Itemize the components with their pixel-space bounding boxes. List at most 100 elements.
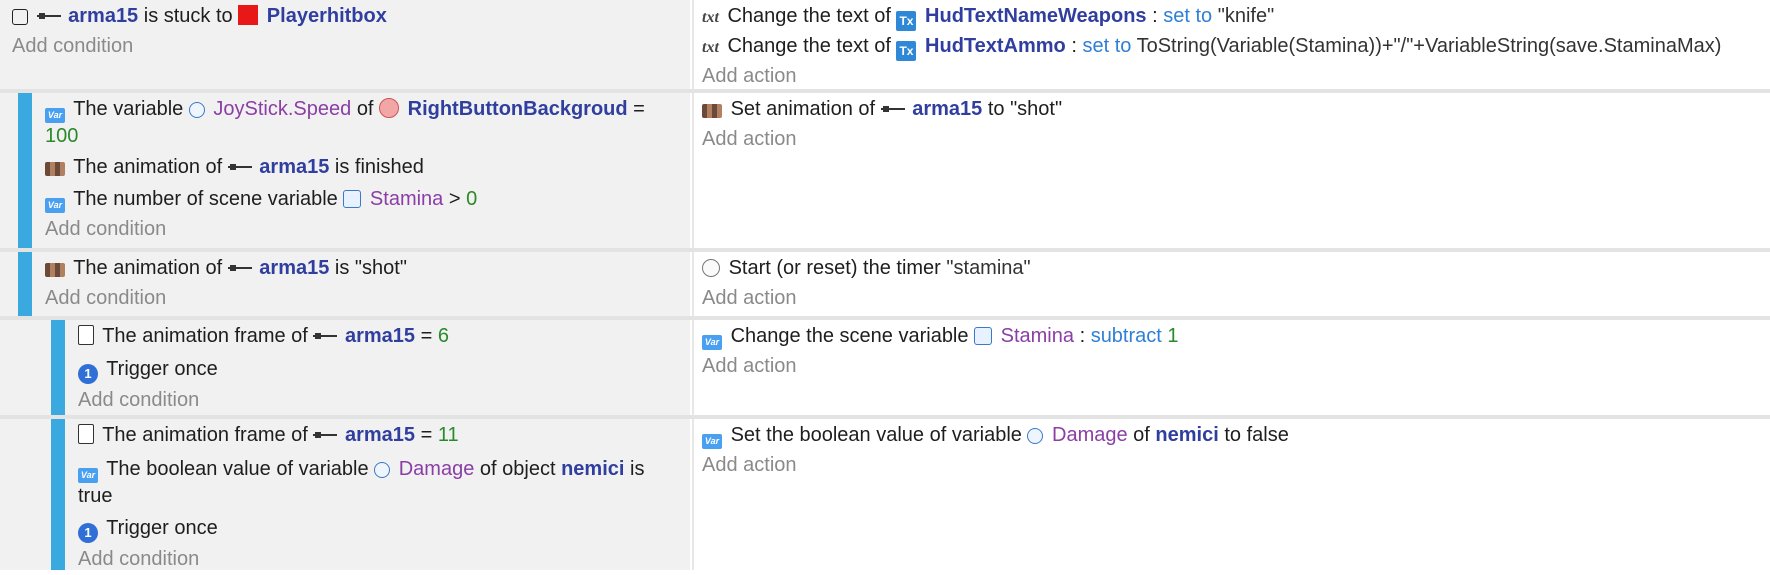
event-separator [0,248,1770,252]
scene-variable-icon [343,190,362,208]
event-5-conditions[interactable]: The animation frame of arma15 = 11 Var T… [0,419,690,570]
event-4-actions[interactable]: Var Change the scene variable Stamina : … [692,320,1770,415]
condition-scene-variable[interactable]: Var The number of scene variable Stamina… [45,183,477,215]
text-icon: txt [702,9,719,26]
event-indent-bar [51,419,65,570]
add-condition-link[interactable]: Add condition [45,287,167,309]
gun-icon [227,265,252,271]
variable-name[interactable]: Stamina [369,188,444,210]
animation-frame-icon [78,424,94,444]
condition-variable[interactable]: Var The variable JoyStick.Speed of Right… [45,93,645,125]
add-condition-link[interactable]: Add condition [45,218,167,240]
add-action-link[interactable]: Add action [702,454,797,476]
add-action-link[interactable]: Add action [702,128,797,150]
object-variable-icon [374,462,391,478]
event-4-conditions[interactable]: The animation frame of arma15 = 6 1 Trig… [0,320,690,415]
value: 11 [437,424,459,446]
event-separator [0,89,1770,93]
object-name[interactable]: arma15 [912,98,983,120]
value: "knife" [1217,5,1275,27]
gun-icon [227,164,252,170]
object-variable-icon [1027,428,1044,444]
add-action-link[interactable]: Add action [702,287,797,309]
gun-icon [313,432,338,438]
variable-icon: Var [702,335,722,350]
button-background-icon [379,98,400,118]
animation-icon [45,263,65,277]
object-name[interactable]: nemici [561,458,625,480]
event-3[interactable]: The animation of arma15 is "shot" Add co… [0,252,1770,316]
action-set-boolean[interactable]: Var Set the boolean value of variable Da… [702,419,1289,451]
animation-icon [702,104,722,118]
object-name[interactable]: arma15 [344,325,416,347]
condition-trigger-once[interactable]: 1 Trigger once [78,353,218,385]
value: ToString(Variable(Stamina))+"/"+Variable… [1136,35,1722,57]
condition-trigger-once[interactable]: 1 Trigger once [78,512,218,544]
event-1-actions[interactable]: txt Change the text of Tx HudTextNameWea… [692,0,1770,89]
operator: subtract [1090,325,1162,347]
event-3-actions[interactable]: Start (or reset) the timer "stamina" Add… [692,252,1770,316]
condition-value: 100 [45,125,79,147]
gun-icon [313,333,338,339]
trigger-once-icon: 1 [78,364,98,384]
variable-name[interactable]: JoyStick.Speed [213,98,352,120]
variable-icon: Var [45,198,65,213]
gun-icon [36,13,61,19]
variable-name[interactable]: Stamina [1000,325,1074,347]
object-name[interactable]: HudTextAmmo [925,35,1066,57]
object-name[interactable]: HudTextNameWeapons [925,5,1147,27]
condition-value: true [78,485,113,507]
add-action-link[interactable]: Add action [702,355,797,377]
variable-name[interactable]: Damage [398,458,475,480]
trigger-once-icon: 1 [78,523,98,543]
object-name[interactable]: Playerhitbox [266,5,387,27]
object-name[interactable]: arma15 [68,5,139,27]
object-name[interactable]: arma15 [259,257,330,279]
event-indent-bar [51,320,65,415]
add-condition-link[interactable]: Add condition [12,35,134,57]
playerhitbox-icon [238,5,259,25]
add-condition-link[interactable]: Add condition [78,548,200,570]
action-set-animation[interactable]: Set animation of arma15 to "shot" [702,93,1062,125]
event-5-actions[interactable]: Var Set the boolean value of variable Da… [692,419,1770,570]
object-name[interactable]: arma15 [344,424,416,446]
event-indent-bar [18,93,32,248]
condition-animation-frame[interactable]: The animation frame of arma15 = 6 [78,320,449,352]
condition-animation-finished[interactable]: The animation of arma15 is finished [45,151,424,183]
event-indent-bar [18,252,32,316]
variable-icon: Var [45,108,65,123]
variable-name[interactable]: Damage [1052,424,1128,446]
variable-icon: Var [702,434,722,449]
condition-stuck[interactable]: arma15 is stuck to Playerhitbox [12,0,387,32]
text-object-icon: Tx [896,11,917,31]
event-1[interactable]: arma15 is stuck to Playerhitbox Add cond… [0,0,1770,89]
action-set-text-ammo[interactable]: txt Change the text of Tx HudTextAmmo : … [702,30,1721,62]
animation-frame-icon [78,325,94,345]
event-2-actions[interactable]: Set animation of arma15 to "shot" Add ac… [692,93,1770,248]
condition-animation-is[interactable]: The animation of arma15 is "shot" [45,252,407,284]
text-object-icon: Tx [896,41,917,61]
object-name[interactable]: arma15 [259,156,330,178]
action-start-timer[interactable]: Start (or reset) the timer "stamina" [702,252,1031,284]
event-4[interactable]: The animation frame of arma15 = 6 1 Trig… [0,320,1770,415]
add-condition-link[interactable]: Add condition [78,389,200,411]
object-name[interactable]: nemici [1155,424,1219,446]
event-5[interactable]: The animation frame of arma15 = 11 Var T… [0,419,1770,570]
event-note-icon [12,9,28,25]
add-action-link[interactable]: Add action [702,65,797,87]
event-3-conditions[interactable]: The animation of arma15 is "shot" Add co… [0,252,690,316]
event-2[interactable]: Var The variable JoyStick.Speed of Right… [0,93,1770,248]
action-set-text-weapon[interactable]: txt Change the text of Tx HudTextNameWea… [702,0,1274,32]
operator: set to [1163,5,1213,27]
value: 0 [466,188,478,210]
condition-boolean-variable[interactable]: Var The boolean value of variable Damage… [78,453,644,485]
event-2-conditions[interactable]: Var The variable JoyStick.Speed of Right… [0,93,690,248]
event-1-conditions[interactable]: arma15 is stuck to Playerhitbox Add cond… [0,0,690,89]
value: "stamina" [946,257,1031,279]
event-separator [0,415,1770,419]
timer-icon [702,259,720,277]
text-icon: txt [702,39,719,56]
condition-animation-frame[interactable]: The animation frame of arma15 = 11 [78,419,459,451]
object-name[interactable]: RightButtonBackgroud [407,98,628,120]
action-change-scene-variable[interactable]: Var Change the scene variable Stamina : … [702,320,1179,352]
